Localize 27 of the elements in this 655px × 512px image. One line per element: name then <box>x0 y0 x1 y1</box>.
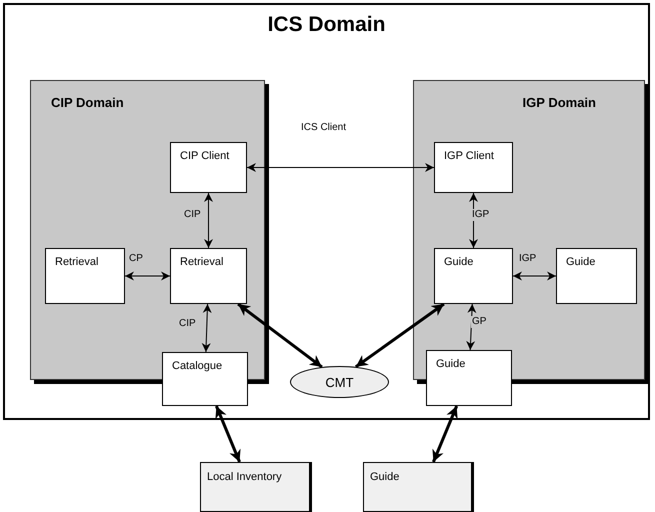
arrow <box>246 163 434 172</box>
process-box: IGP Client <box>434 142 513 193</box>
arrow <box>124 272 170 280</box>
arrow <box>354 302 445 368</box>
process-box: Guide <box>556 248 637 304</box>
arrow <box>466 304 476 350</box>
process-box: Guide <box>434 248 513 304</box>
arrow <box>202 304 212 352</box>
process-box: Guide <box>426 350 512 406</box>
arrow <box>237 302 323 368</box>
external-box: Local Inventory <box>200 462 310 512</box>
domain-title: CIP Domain <box>51 95 124 110</box>
ellipse-node: CMT <box>290 366 389 398</box>
process-box: Catalogue <box>162 352 248 406</box>
domain-title: IGP Domain <box>522 95 596 110</box>
frame-title: ICS Domain <box>266 13 386 37</box>
process-box: Retrieval <box>45 248 125 304</box>
external-box: Guide <box>363 462 472 512</box>
domain-frame <box>3 3 650 420</box>
edge-label: GP <box>471 316 488 328</box>
edge-label: IGP <box>471 209 490 221</box>
arrow <box>204 192 213 248</box>
process-box: Retrieval <box>170 248 247 304</box>
arrow <box>432 405 458 463</box>
process-box: CIP Client <box>170 142 247 193</box>
arrow <box>215 405 241 463</box>
arrow <box>512 272 556 280</box>
